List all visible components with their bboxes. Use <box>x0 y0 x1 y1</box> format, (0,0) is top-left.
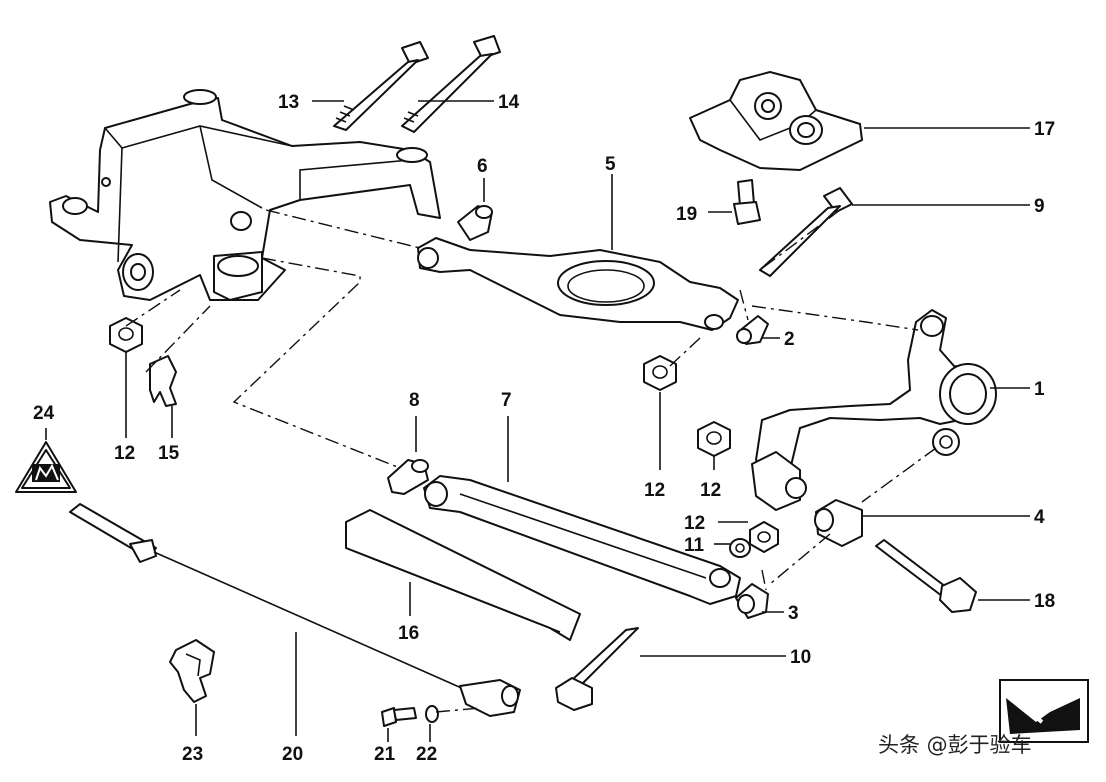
label-16: 16 <box>398 623 419 644</box>
label-21: 21 <box>374 744 396 765</box>
lower-link-7 <box>423 475 741 605</box>
bushing-8 <box>387 459 429 495</box>
upper-control-arm <box>417 237 739 331</box>
bolt-13 <box>333 41 429 131</box>
label-12-lower: 12 <box>684 513 705 534</box>
label-15: 15 <box>158 443 180 464</box>
clip-23 <box>169 639 215 703</box>
washer-11 <box>729 538 751 558</box>
bushing-3 <box>735 583 769 619</box>
warning-triangle-icon <box>15 441 77 493</box>
label-13: 13 <box>278 92 299 113</box>
label-8: 8 <box>409 390 420 411</box>
label-7: 7 <box>501 390 512 411</box>
clip-15 <box>149 355 177 407</box>
label-4: 4 <box>1034 507 1045 528</box>
label-12-left: 12 <box>114 443 135 464</box>
label-12-right: 12 <box>700 480 721 501</box>
stabilizer-rod-20 <box>69 503 521 717</box>
nut-12-right <box>697 421 731 457</box>
label-10: 10 <box>790 647 811 668</box>
label-9: 9 <box>1034 196 1045 217</box>
bolt-9 <box>759 187 853 277</box>
nut-12-lower <box>749 521 779 553</box>
mount-bracket-17 <box>689 71 863 171</box>
screw-21 <box>381 707 417 727</box>
wheel-carrier <box>751 309 997 511</box>
label-20: 20 <box>282 744 303 765</box>
nut-12-mid <box>643 355 677 391</box>
leader-lines <box>45 100 1030 742</box>
bushing-2 <box>736 315 769 345</box>
label-1: 1 <box>1034 379 1045 400</box>
bolt-18 <box>875 539 977 613</box>
bushing-4 <box>814 499 863 547</box>
label-23: 23 <box>182 744 203 765</box>
rear-axle-carrier <box>49 89 441 301</box>
label-24: 24 <box>33 403 55 424</box>
label-17: 17 <box>1034 119 1055 140</box>
label-22: 22 <box>416 744 437 765</box>
watermark-text: 头条 @彭于验车 <box>878 733 1032 757</box>
label-19: 19 <box>676 204 697 225</box>
bolt-14 <box>401 35 501 133</box>
protective-cover-16 <box>345 509 581 641</box>
bolt-10 <box>555 627 639 711</box>
label-6: 6 <box>477 156 488 177</box>
label-2: 2 <box>784 329 795 350</box>
vehicle-direction-icon <box>999 679 1089 743</box>
part-labels: 13 14 6 5 17 19 9 2 1 4 18 10 3 12 11 12… <box>33 92 1055 765</box>
label-14: 14 <box>498 92 520 113</box>
label-11: 11 <box>684 535 705 556</box>
bolt-19 <box>733 179 761 225</box>
label-5: 5 <box>605 154 616 175</box>
label-18: 18 <box>1034 591 1055 612</box>
nut-12-left <box>109 317 143 353</box>
assembly-lines <box>125 209 937 713</box>
bushing-6 <box>457 205 493 241</box>
label-12-mid: 12 <box>644 480 665 501</box>
nut-22 <box>425 705 439 723</box>
label-3: 3 <box>788 603 799 624</box>
